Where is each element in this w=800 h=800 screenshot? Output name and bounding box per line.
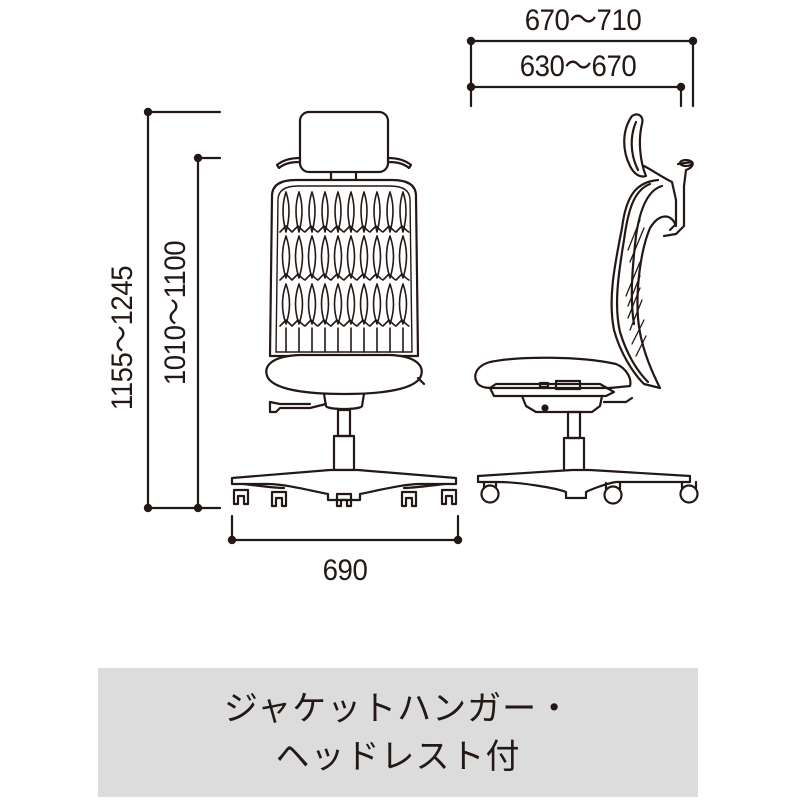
chair-drawing [143,36,699,545]
width-label: 690 [322,554,368,587]
front-view-chair [230,110,458,508]
dimension-lines [146,39,695,542]
caption-line-1: ジャケットハンガー・ [223,688,573,729]
overall-height-label: 1155～1245 [106,265,139,411]
depth-min-label: 630～670 [519,50,637,83]
dimension-dots [143,36,698,545]
side-view-chair [474,113,699,505]
caption-box: ジャケットハンガー・ ヘッドレスト付 [98,668,698,797]
depth-max-label: 670～710 [524,4,642,37]
caption-line-2: ヘッドレスト付 [275,736,521,777]
seat-back-height-label: 1010～1100 [159,240,192,386]
